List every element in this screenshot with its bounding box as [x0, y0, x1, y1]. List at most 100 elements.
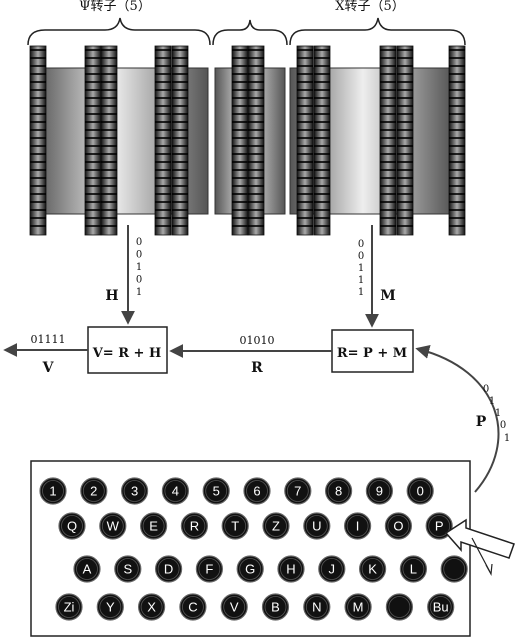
key-5[interactable]: 5	[202, 477, 230, 505]
bit-digit: 0	[358, 251, 364, 262]
key-label: F	[205, 562, 213, 577]
rotor-wheel	[448, 45, 466, 236]
rotor-wheel	[313, 45, 331, 236]
key-r[interactable]: R	[180, 512, 208, 540]
key-q[interactable]: Q	[58, 512, 86, 540]
key-8[interactable]: 8	[325, 477, 353, 505]
key-label: B	[271, 600, 280, 615]
key-label: R	[190, 519, 199, 534]
key-t[interactable]: T	[221, 512, 249, 540]
psi-rotors-brace	[27, 17, 211, 46]
key-label: 3	[131, 484, 138, 499]
v-stream-label: V	[42, 360, 55, 376]
chi-rotors-brace	[289, 17, 466, 46]
key-bu[interactable]: Bu	[427, 593, 455, 621]
m-stream-label: M	[380, 288, 396, 304]
key-label: W	[107, 519, 120, 534]
key-label: J	[329, 562, 336, 577]
key-v[interactable]: V	[220, 593, 248, 621]
key-0[interactable]: 0	[406, 477, 434, 505]
key-label: L	[410, 562, 417, 577]
bit-digit: 1	[136, 262, 142, 273]
key-d[interactable]: D	[155, 555, 183, 583]
key-s[interactable]: S	[114, 555, 142, 583]
key-g[interactable]: G	[236, 555, 264, 583]
rotor-wheel	[296, 45, 314, 236]
key-c[interactable]: C	[179, 593, 207, 621]
key-n[interactable]: N	[303, 593, 331, 621]
key-blank[interactable]	[385, 593, 413, 621]
key-label: O	[393, 519, 403, 534]
key-4[interactable]: 4	[161, 477, 189, 505]
rotor-wheel	[100, 45, 118, 236]
key-label: I	[356, 519, 360, 534]
middle-rotors-brace	[212, 19, 288, 46]
key-label: 9	[376, 484, 383, 499]
v-stream-code: 01111	[31, 333, 66, 346]
key-label: G	[245, 562, 255, 577]
bit-digit: 0	[136, 275, 142, 286]
key-label: H	[286, 562, 295, 577]
key-label: 8	[335, 484, 342, 499]
key-e[interactable]: E	[140, 512, 168, 540]
key-label: A	[83, 562, 92, 577]
bit-digit: 0	[136, 237, 142, 248]
h-stream-label: H	[105, 288, 118, 304]
key-b[interactable]: B	[261, 593, 290, 621]
r-stream-code: 01010	[240, 334, 275, 347]
key-y[interactable]: Y	[96, 593, 124, 621]
key-k[interactable]: K	[359, 555, 387, 583]
key-label: U	[312, 519, 321, 534]
rotor-wheel	[231, 45, 249, 236]
input-adder-box	[331, 329, 414, 373]
key-label: P	[435, 519, 444, 534]
key-m[interactable]: M	[344, 593, 372, 621]
key-label: 1	[49, 484, 56, 499]
key-j[interactable]: J	[318, 555, 346, 583]
pointer-arrow-icon	[444, 518, 515, 576]
key-label: Bu	[433, 600, 449, 615]
key-zi[interactable]: Zi	[55, 593, 83, 621]
key-7[interactable]: 7	[284, 477, 312, 505]
r-stream-label: R	[251, 360, 263, 376]
key-u[interactable]: U	[303, 512, 331, 540]
rotor-wheel	[154, 45, 172, 236]
key-6[interactable]: 6	[243, 477, 271, 505]
key-w[interactable]: W	[99, 512, 127, 540]
bit-digit: 1	[136, 287, 142, 298]
bit-digit: 0	[136, 250, 142, 261]
key-label: Y	[106, 600, 115, 615]
key-l[interactable]: L	[399, 555, 427, 583]
key-label: Q	[67, 519, 77, 534]
key-label: T	[231, 519, 239, 534]
bit-digit: 0	[358, 239, 364, 250]
key-3[interactable]: 3	[121, 477, 149, 505]
bit-digit: 1	[358, 275, 364, 286]
key-f[interactable]: F	[195, 555, 223, 583]
key-label: 2	[90, 484, 97, 499]
key-label: V	[230, 600, 239, 615]
key-1[interactable]: 1	[39, 477, 67, 505]
p-stream-curve	[415, 345, 500, 493]
key-label: Z	[272, 519, 280, 534]
key-a[interactable]: A	[73, 555, 101, 583]
key-9[interactable]: 9	[365, 477, 393, 505]
key-2[interactable]: 2	[80, 477, 108, 505]
rotor-wheel	[247, 45, 265, 236]
key-o[interactable]: O	[384, 512, 412, 540]
key-label: M	[353, 600, 364, 615]
bit-digit: 1	[358, 263, 364, 274]
chi-rotors-label: X转子（5）	[335, 0, 405, 14]
input-adder-formula: R= P + M	[337, 346, 407, 361]
key-z[interactable]: Z	[262, 512, 290, 540]
key-x[interactable]: X	[138, 593, 166, 621]
key-label: Zi	[64, 600, 75, 615]
key-label: 5	[213, 484, 220, 499]
key-label: 4	[172, 484, 179, 499]
bit-digit: 0	[483, 384, 489, 395]
key-i[interactable]: I	[344, 512, 372, 540]
key-blank[interactable]	[440, 555, 468, 583]
key-h[interactable]: H	[277, 555, 305, 583]
